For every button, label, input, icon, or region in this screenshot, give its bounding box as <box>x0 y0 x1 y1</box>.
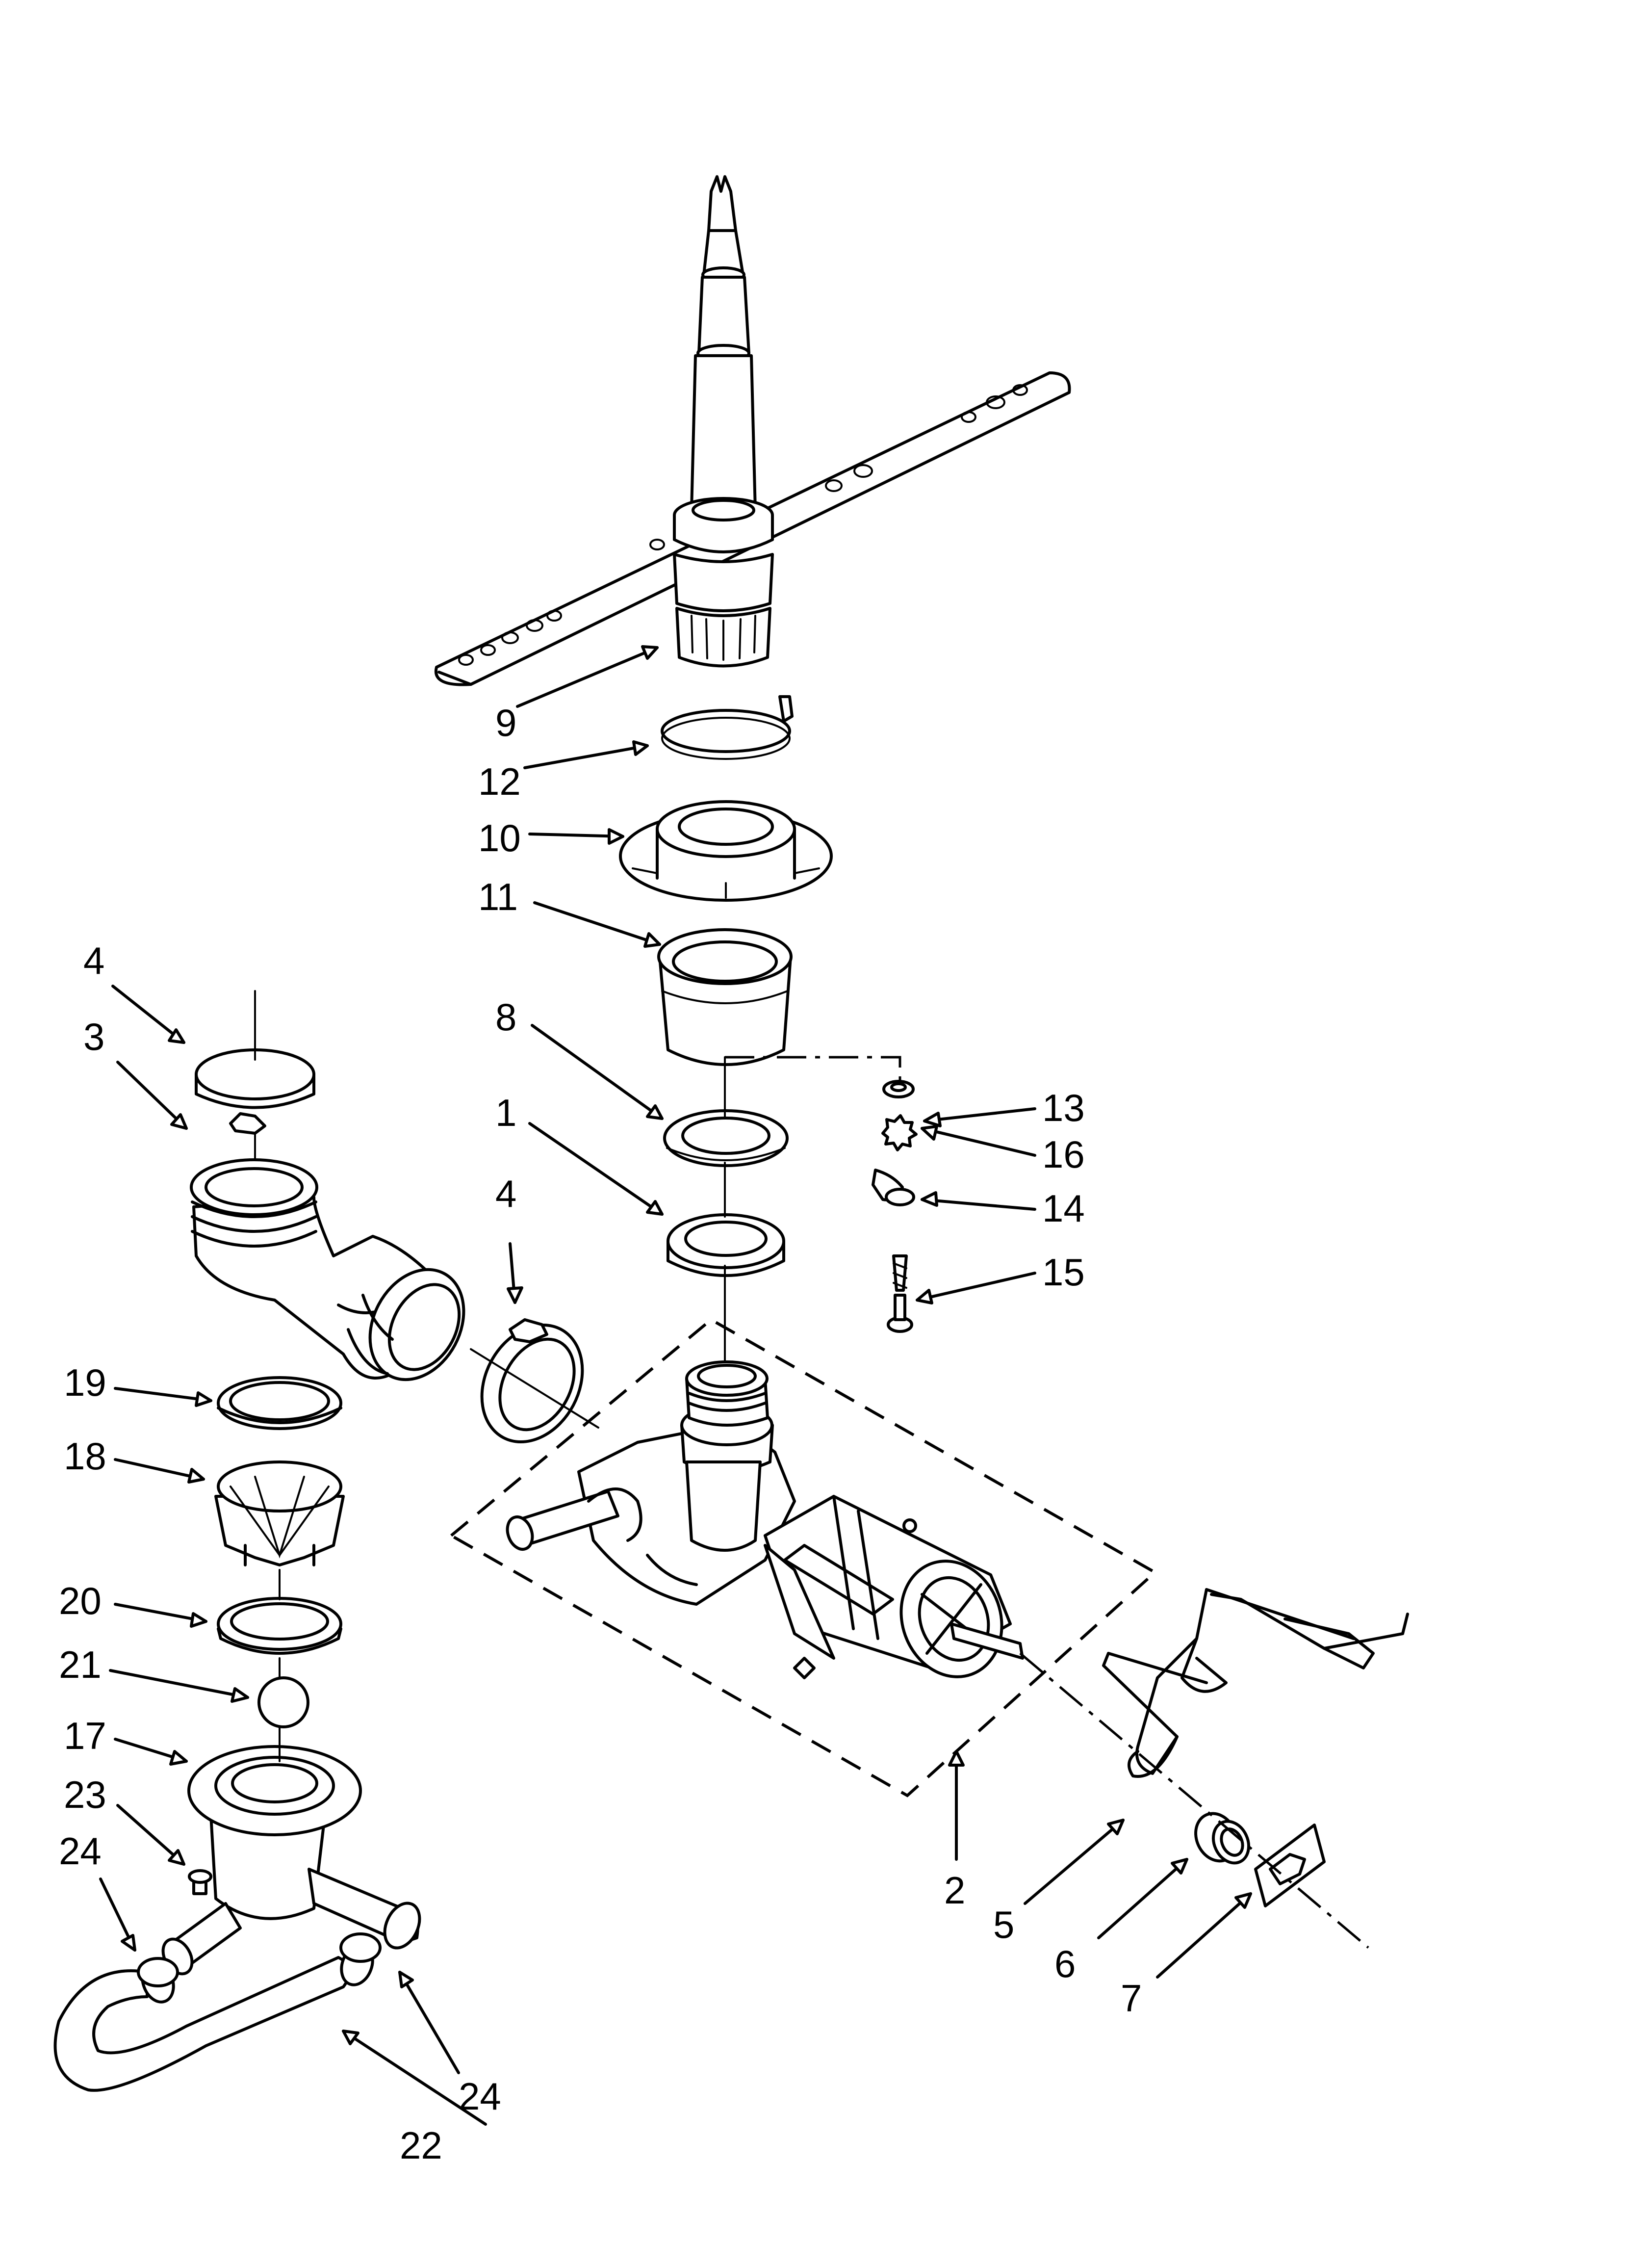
callout-23: 23 <box>64 1773 106 1816</box>
leader-lines <box>99 645 1252 2126</box>
hose-clamp-top <box>195 990 315 1169</box>
mounting-plate <box>1254 1824 1326 1907</box>
callout-20: 20 <box>59 1579 102 1622</box>
callout-1: 1 <box>495 1091 516 1134</box>
callout-22: 22 <box>400 2124 442 2167</box>
callout-21: 21 <box>59 1643 102 1686</box>
callout-10: 10 <box>478 816 521 860</box>
seal-retainer <box>619 800 833 902</box>
callout-4-top: 4 <box>83 939 104 982</box>
callout-11: 11 <box>478 875 518 918</box>
callout-15: 15 <box>1042 1251 1085 1294</box>
hose-clamp-mid <box>470 1318 599 1444</box>
callout-5: 5 <box>993 1903 1014 1946</box>
callout-8: 8 <box>495 995 516 1039</box>
mounting-hardware <box>872 1080 918 1333</box>
motor-grommet <box>1194 1812 1250 1865</box>
callout-12: 12 <box>478 760 521 803</box>
callout-7: 7 <box>1121 1977 1142 2020</box>
callout-18: 18 <box>64 1434 106 1478</box>
callout-19: 19 <box>64 1361 106 1404</box>
callout-labels: 9 12 10 11 4 3 8 1 4 13 16 14 15 19 18 2… <box>59 701 1142 2167</box>
drain-elbow-hose <box>190 1158 465 1382</box>
callout-9: 9 <box>495 701 516 744</box>
callout-2: 2 <box>944 1869 965 1912</box>
gasket-ring-8 <box>663 1109 789 1167</box>
callout-24-left: 24 <box>59 1829 102 1873</box>
callout-14: 14 <box>1042 1187 1085 1230</box>
motor-axis-line <box>1019 1652 1369 1949</box>
callout-4-mid: 4 <box>495 1172 516 1215</box>
snap-ring <box>661 695 794 760</box>
callout-3: 3 <box>83 1015 104 1058</box>
callout-13: 13 <box>1042 1086 1085 1129</box>
pump-motor-assembly <box>448 1318 1158 1798</box>
callout-6: 6 <box>1054 1942 1076 1985</box>
drain-hose <box>53 1932 382 2092</box>
callout-17: 17 <box>64 1714 106 1757</box>
callout-16: 16 <box>1042 1133 1085 1176</box>
filter-stack <box>161 1376 421 1976</box>
axis-chain-line <box>725 1056 901 1087</box>
wire-bracket <box>1102 1588 1409 1778</box>
impeller-cup <box>657 928 793 1066</box>
spray-arm-tower <box>434 175 1071 686</box>
callout-24-right: 24 <box>459 2075 501 2118</box>
